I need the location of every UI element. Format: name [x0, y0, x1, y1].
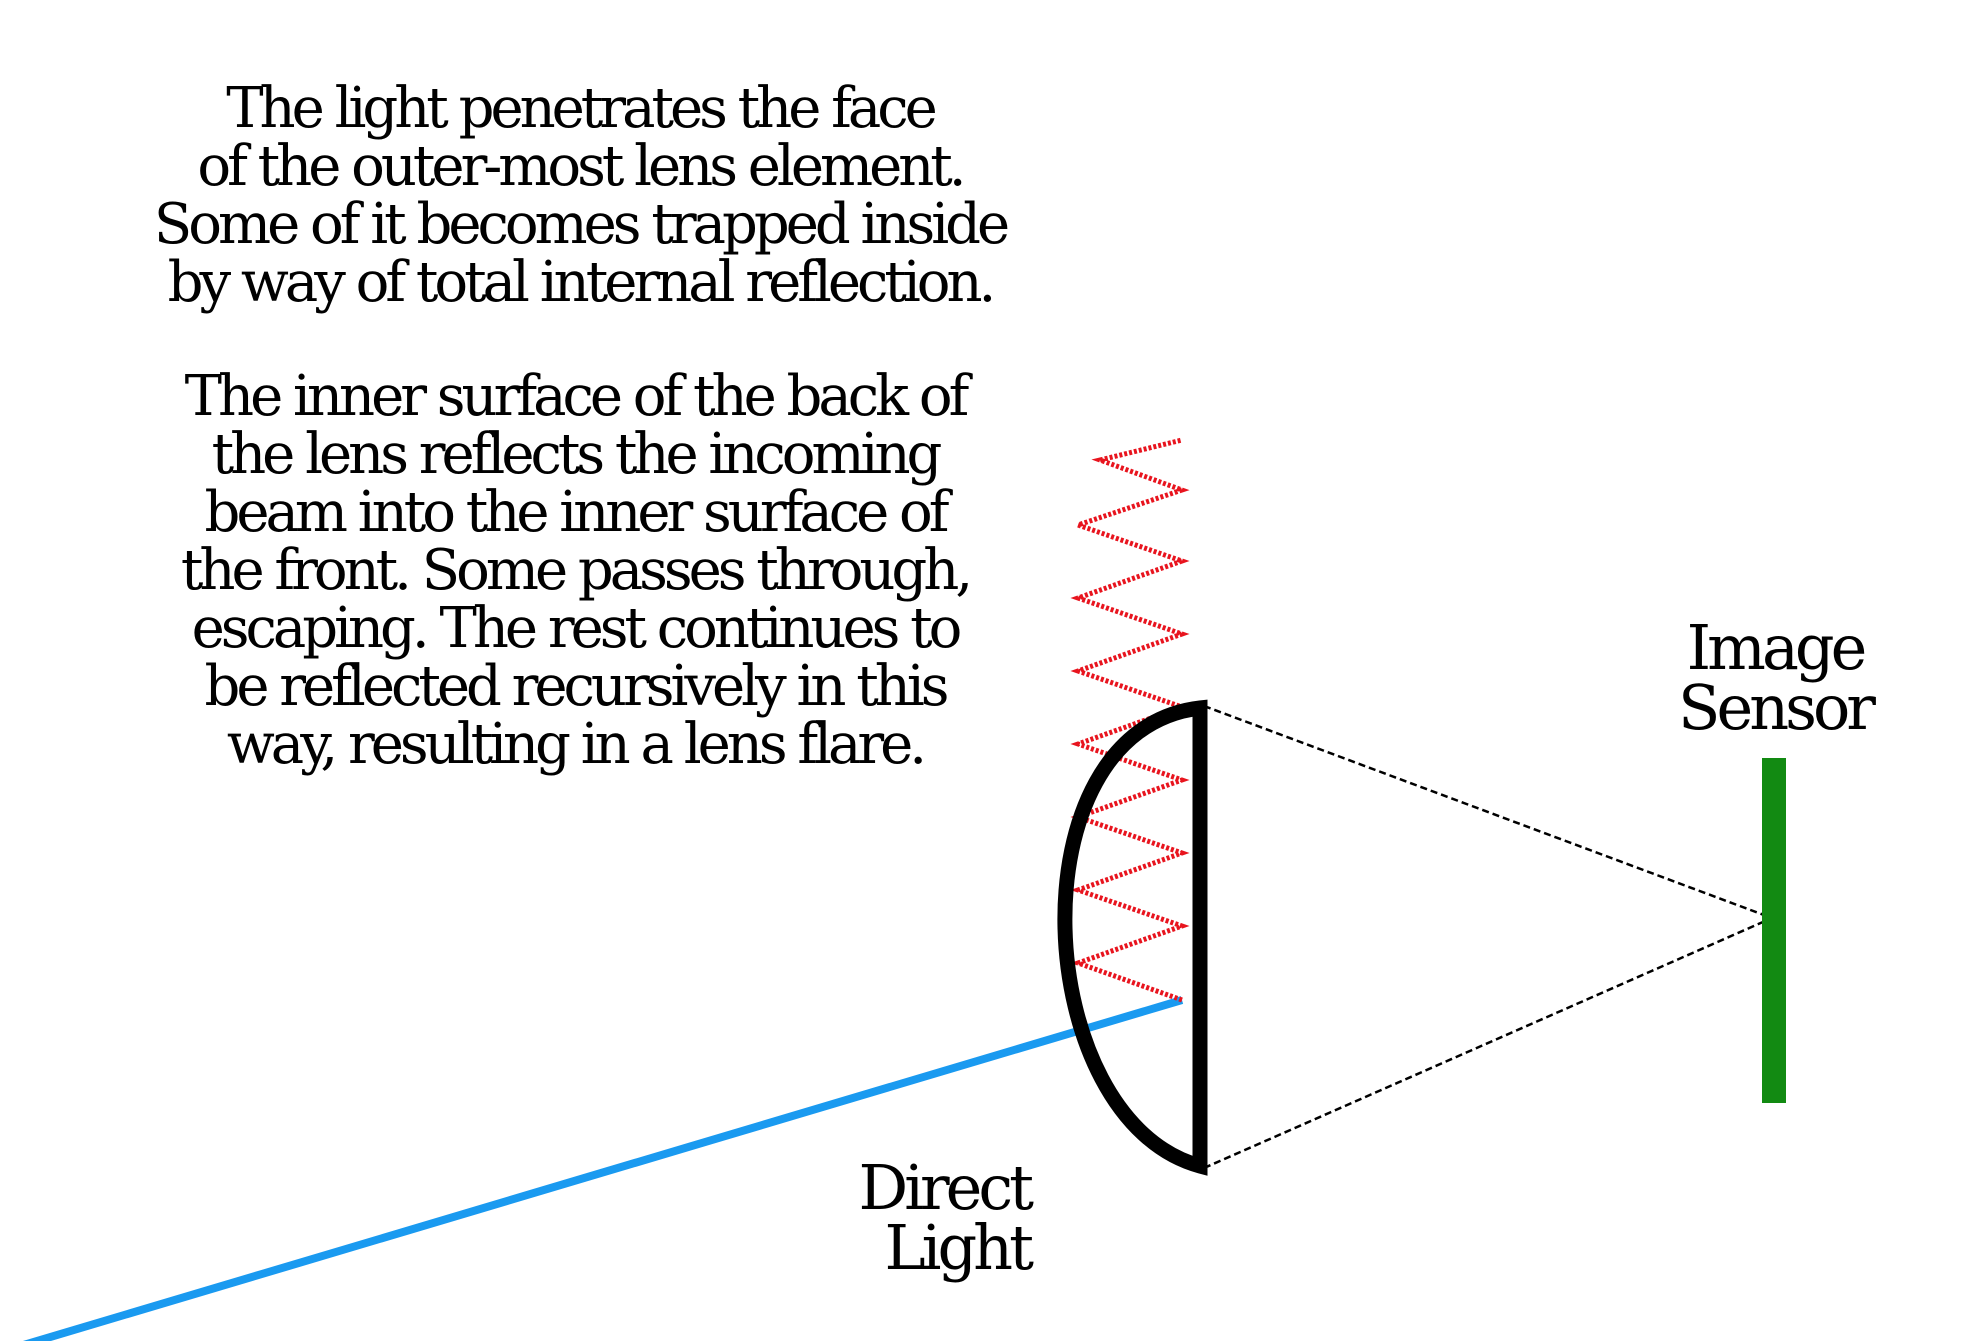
- projection-line-top: [1203, 704, 1773, 920]
- direct-light-label: Direct Light: [858, 1151, 1034, 1284]
- explanation-paragraph-2: The inner surface of the back of the len…: [180, 364, 973, 777]
- image-sensor-label: Image Sensor: [1678, 611, 1876, 744]
- projection-line-bottom: [1203, 916, 1773, 1170]
- lens-element: [1057, 699, 1208, 1176]
- explanation-paragraph-1: The light penetrates the face of the out…: [153, 76, 1010, 315]
- image-sensor-bar: [1762, 758, 1786, 1103]
- direct-light-ray: [22, 996, 1184, 1341]
